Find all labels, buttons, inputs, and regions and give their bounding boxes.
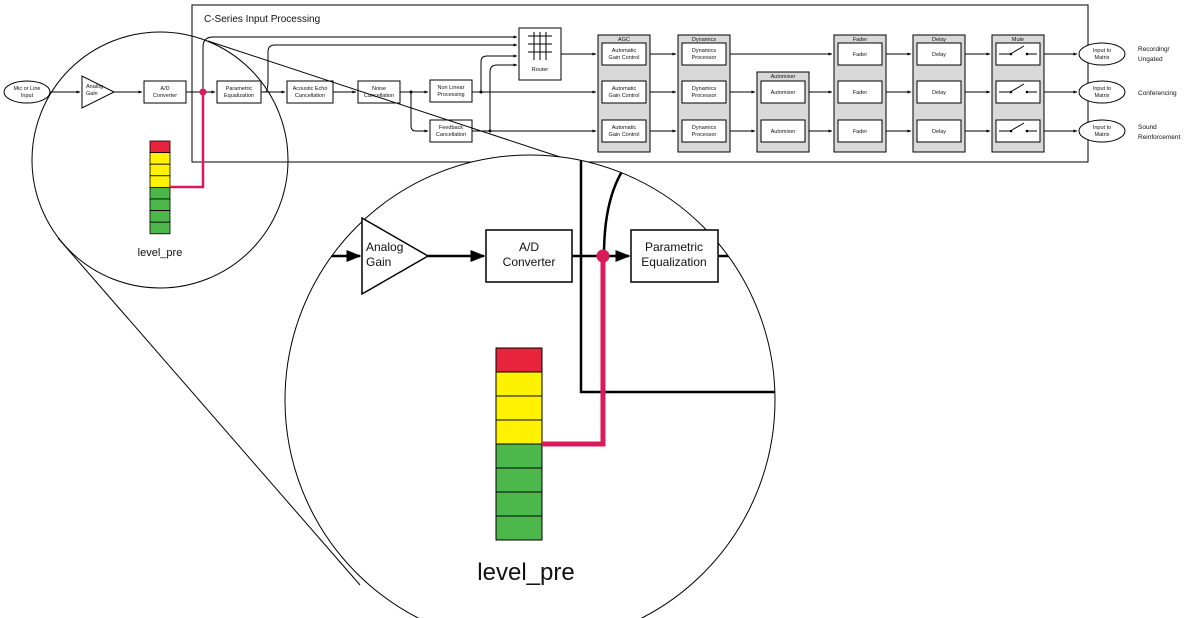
svg-text:A/D: A/D — [160, 86, 169, 92]
diagram-title: C-Series Input Processing — [204, 14, 320, 25]
svg-text:Matrix: Matrix — [1095, 132, 1110, 138]
svg-text:Automatic: Automatic — [612, 125, 637, 131]
feedback-cancellation-block: Feedback Cancellation — [429, 119, 473, 143]
svg-text:Automixer: Automixer — [771, 74, 796, 80]
svg-text:Matrix: Matrix — [1095, 55, 1110, 61]
nonlinear-processing-block: Non Linear Processing — [429, 79, 473, 103]
svg-text:Fader: Fader — [853, 129, 868, 135]
svg-text:Delay: Delay — [932, 129, 946, 135]
matrix-input-sound: Input to Matrix — [1078, 119, 1126, 143]
svg-text:Input to: Input to — [1093, 48, 1111, 54]
fader-group: Fader Fader Fader Fader — [833, 34, 887, 153]
mute-switch-icon — [999, 83, 1037, 94]
svg-text:Automatic: Automatic — [612, 86, 637, 92]
svg-text:Equalization: Equalization — [224, 93, 254, 99]
svg-text:Gain Control: Gain Control — [609, 55, 640, 61]
svg-text:Input to: Input to — [1093, 86, 1111, 92]
svg-text:Router: Router — [532, 67, 549, 73]
svg-text:Noise: Noise — [372, 86, 386, 92]
svg-text:Automixer: Automixer — [771, 90, 796, 96]
zoom-tap-line — [542, 256, 606, 447]
output-label-ungated: Ungated — [1138, 56, 1163, 63]
output-label-reinforcement: Reinforcement — [1138, 134, 1180, 141]
svg-text:Mic or Line: Mic or Line — [14, 86, 41, 92]
svg-text:Fader: Fader — [853, 52, 868, 58]
mute-switch-icon — [999, 45, 1037, 56]
svg-text:Mute: Mute — [1012, 37, 1024, 43]
svg-text:Delay: Delay — [932, 52, 946, 58]
svg-text:Processor: Processor — [692, 132, 717, 138]
mic-input-node: Mic or Line Input — [3, 80, 51, 104]
zoom-level-meter — [495, 347, 543, 541]
output-label-conferencing: Conferencing — [1138, 90, 1177, 97]
small-tap-line — [170, 92, 205, 189]
ad-converter-block: A/D Converter — [143, 80, 187, 104]
svg-text:Gain Control: Gain Control — [609, 93, 640, 99]
zoom-analog-gain-block: Analog Gain — [361, 216, 430, 296]
svg-text:Processing: Processing — [437, 92, 464, 98]
zoom-tap-point — [596, 249, 610, 263]
matrix-input-recording: Input to Matrix — [1078, 42, 1126, 66]
small-tap-point — [199, 88, 207, 96]
svg-text:Equalization: Equalization — [641, 255, 706, 269]
small-meter-label: level_pre — [138, 247, 183, 259]
svg-text:Parametric: Parametric — [226, 86, 253, 92]
svg-text:Acoustic Echo: Acoustic Echo — [293, 86, 328, 92]
svg-text:Converter: Converter — [153, 93, 177, 99]
svg-text:Cancellation: Cancellation — [295, 93, 325, 99]
mute-group: Mute — [991, 34, 1045, 153]
svg-text:Matrix: Matrix — [1095, 93, 1110, 99]
svg-text:Automixer: Automixer — [771, 129, 796, 135]
svg-text:Gain: Gain — [86, 91, 98, 97]
zoom-parametric-eq-block: Parametric Equalization — [630, 229, 719, 283]
svg-text:Gain Control: Gain Control — [609, 132, 640, 138]
svg-text:Dynamics: Dynamics — [692, 48, 716, 54]
svg-text:Parametric: Parametric — [645, 240, 703, 254]
svg-text:Analog: Analog — [86, 84, 103, 90]
agc-group: AGC Automatic Gain Control Automatic Gai… — [597, 34, 651, 153]
router-block: Router — [518, 27, 562, 81]
svg-text:Cancellation: Cancellation — [436, 132, 466, 138]
svg-text:Dynamics: Dynamics — [692, 86, 716, 92]
svg-text:Fader: Fader — [853, 37, 868, 43]
automixer-group: Automixer Automixer Automixer — [756, 71, 810, 153]
analog-gain-block: Analog Gain — [81, 75, 116, 109]
svg-text:Cancellation: Cancellation — [364, 93, 394, 99]
svg-text:AGC: AGC — [618, 37, 630, 43]
svg-text:Processor: Processor — [692, 93, 717, 99]
svg-text:A/D: A/D — [519, 240, 539, 254]
small-zoom-circle — [31, 31, 289, 289]
svg-text:Gain: Gain — [366, 255, 391, 269]
matrix-input-conferencing: Input to Matrix — [1078, 80, 1126, 104]
svg-text:Analog: Analog — [366, 240, 403, 254]
svg-text:Dynamics: Dynamics — [692, 37, 716, 43]
svg-text:Delay: Delay — [932, 37, 946, 43]
svg-text:Non Linear: Non Linear — [438, 85, 465, 91]
svg-text:Delay: Delay — [932, 90, 946, 96]
svg-text:Dynamics: Dynamics — [692, 125, 716, 131]
zoom-ad-converter-block: A/D Converter — [485, 229, 573, 283]
parametric-eq-block: Parametric Equalization — [216, 80, 262, 104]
delay-group: Delay Delay Delay Delay — [912, 34, 966, 153]
svg-text:Input to: Input to — [1093, 125, 1111, 131]
svg-text:Fader: Fader — [853, 90, 868, 96]
svg-text:Feedback: Feedback — [439, 125, 463, 131]
svg-text:Input: Input — [21, 93, 34, 99]
zoom-meter-label: level_pre — [477, 559, 574, 586]
dynamics-group: Dynamics Dynamics Processor Dynamics Pro… — [677, 34, 731, 153]
output-label-recording: Recording/ — [1138, 46, 1170, 53]
svg-text:Converter: Converter — [503, 255, 556, 269]
aec-block: Acoustic Echo Cancellation — [286, 80, 334, 104]
mute-switch-icon — [999, 122, 1037, 133]
svg-text:Automatic: Automatic — [612, 48, 637, 54]
small-level-meter — [149, 140, 171, 235]
output-label-sound: Sound — [1138, 124, 1157, 131]
svg-text:Processor: Processor — [692, 55, 717, 61]
